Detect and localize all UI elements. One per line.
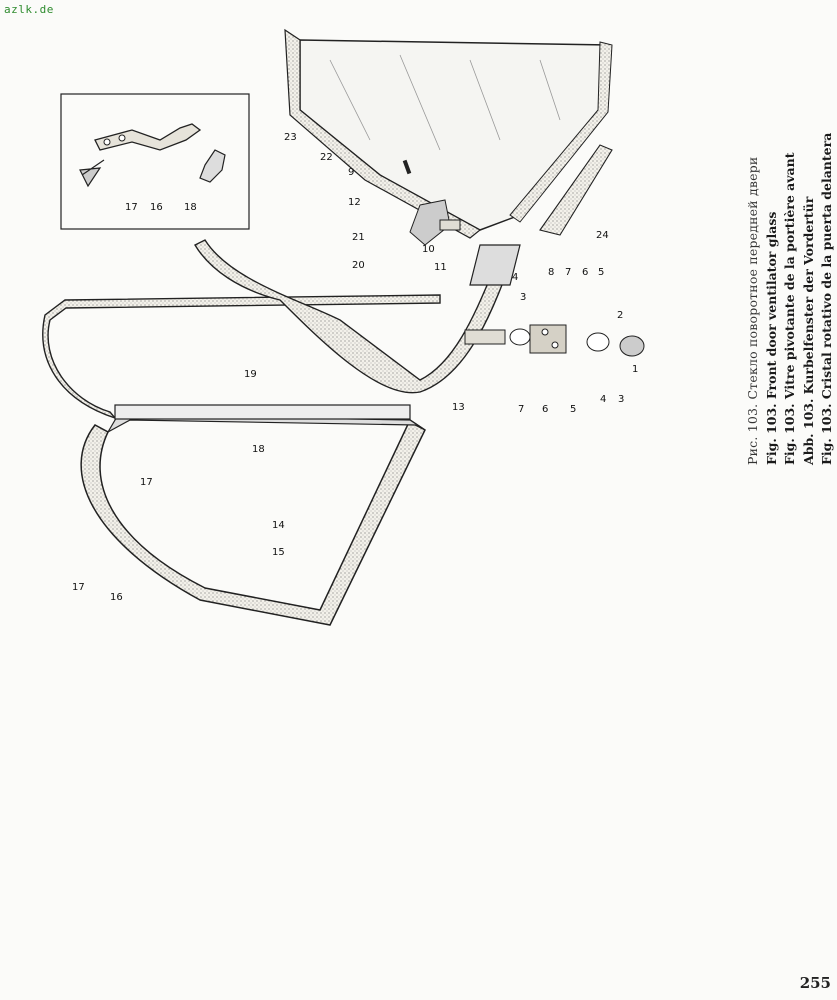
callout-label: 17 (125, 202, 138, 213)
callout-label: 17 (72, 582, 85, 593)
caption-german: Abb. 103. Kurbelfenster der Vordertür (800, 196, 816, 465)
callout-label: 7 (518, 404, 524, 415)
callout-label: 23 (284, 132, 297, 143)
figure-caption: Рис. 103. Стекло поворотное передней две… (744, 133, 837, 465)
upper-guide-frame (42, 294, 441, 420)
page-number: 255 (799, 974, 831, 992)
callout-label: 4 (512, 272, 518, 283)
callout-label: 22 (320, 152, 333, 163)
callout-label: 5 (598, 267, 604, 278)
channel-13 (194, 239, 521, 394)
callout-label: 4 (600, 394, 606, 405)
seal-strip (539, 144, 613, 236)
caption-spanish: Fig. 103. Cristal rotativo de la puerta … (819, 132, 834, 465)
callout-label: 7 (565, 267, 571, 278)
callout-label: 19 (244, 369, 257, 380)
inset-detail-box (60, 93, 250, 230)
callout-label: 24 (596, 230, 609, 241)
ventilator-glass (284, 28, 613, 239)
caption-russian: Рис. 103. Стекло поворотное передней две… (745, 156, 760, 465)
watermark-text: azlk.de (4, 3, 54, 16)
callout-label: 10 (422, 244, 435, 255)
callout-label: 11 (434, 262, 447, 273)
hinge-parts (402, 159, 645, 357)
callout-label: 17 (140, 477, 153, 488)
callout-label: 20 (352, 260, 365, 271)
callout-label: 9 (348, 167, 354, 178)
callout-label: 6 (582, 267, 588, 278)
callout-label: 5 (570, 404, 576, 415)
callout-label: 3 (618, 394, 624, 405)
callout-label: 16 (150, 202, 163, 213)
caption-french: Fig. 103. Vitre pivotante de la portière… (782, 152, 797, 465)
callout-label: 12 (348, 197, 361, 208)
callout-label: 1 (632, 364, 638, 375)
callout-label: 16 (110, 592, 123, 603)
callout-label: 18 (252, 444, 265, 455)
callout-label: 15 (272, 547, 285, 558)
callout-label: 8 (548, 267, 554, 278)
caption-english: Fig. 103. Front door ventilator glass (763, 211, 779, 465)
callout-label: 13 (452, 402, 465, 413)
callout-label: 21 (352, 232, 365, 243)
callout-label: 6 (542, 404, 548, 415)
callout-labels: 1 2 3 3 4 4 5 5 6 6 7 7 8 9 10 11 12 13 … (72, 132, 638, 603)
callout-label: 2 (617, 310, 623, 321)
callout-label: 18 (184, 202, 197, 213)
callout-label: 14 (272, 520, 285, 531)
callout-label: 3 (520, 292, 526, 303)
